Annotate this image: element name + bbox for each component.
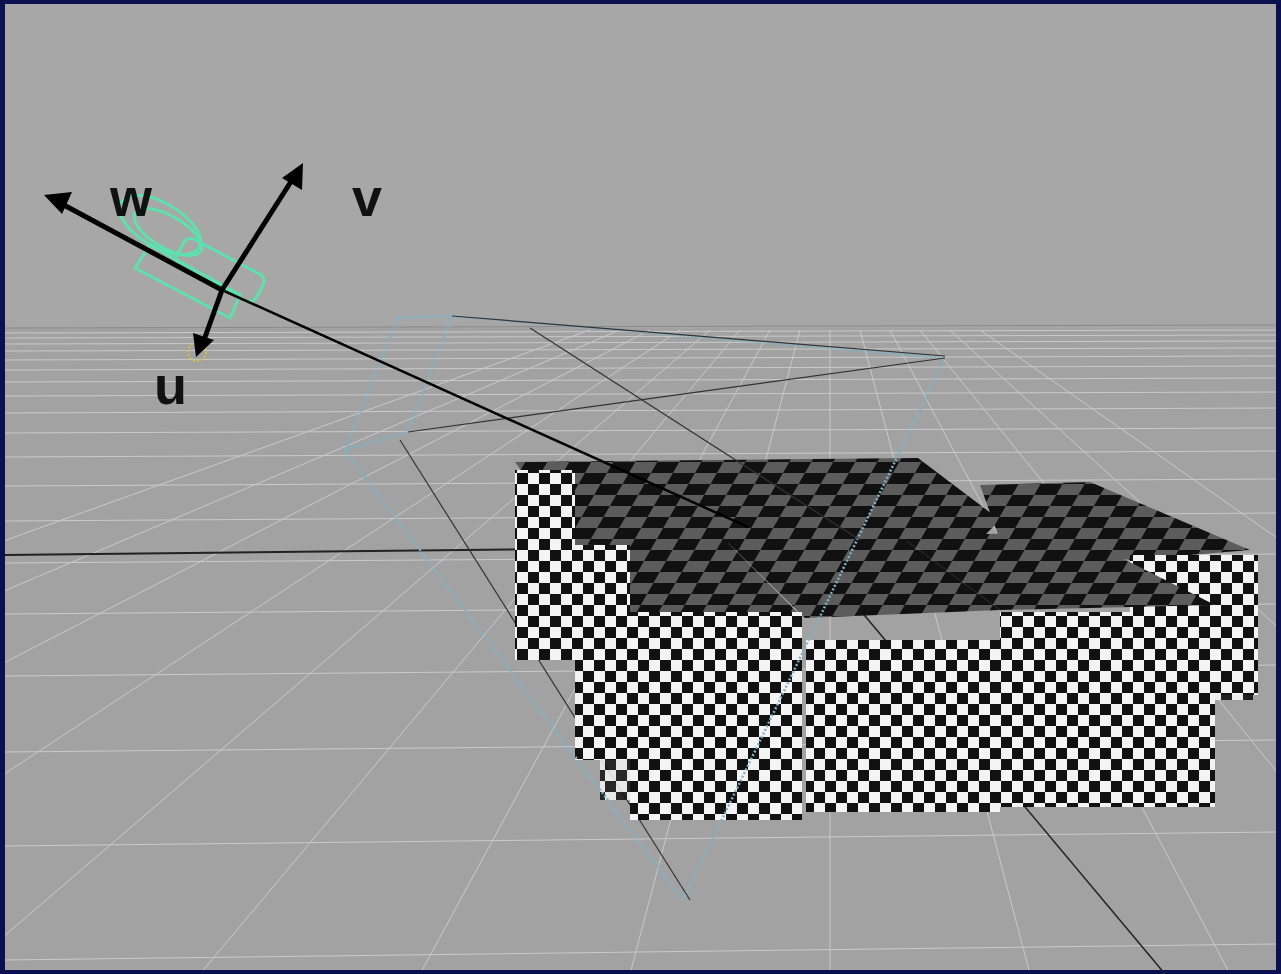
axis-label: v: [352, 170, 382, 224]
axis-label: w: [110, 170, 152, 224]
axis-label: u: [154, 358, 187, 412]
